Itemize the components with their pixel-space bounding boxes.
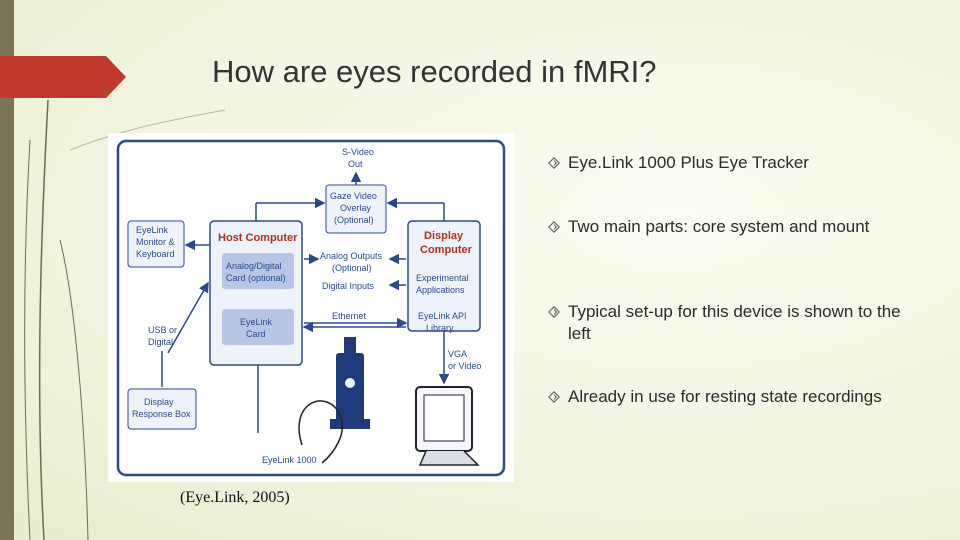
bullet-text: Already in use for resting state recordi… <box>568 387 882 406</box>
diamond-outline-icon <box>548 221 560 233</box>
svg-text:Ethernet: Ethernet <box>332 311 367 321</box>
decorative-lines <box>24 99 226 540</box>
svg-text:EyeLink API: EyeLink API <box>418 311 467 321</box>
bullet-item: Eye.Link 1000 Plus Eye Tracker <box>546 152 908 174</box>
svg-text:Digital Inputs: Digital Inputs <box>322 281 375 291</box>
svg-text:Monitor &: Monitor & <box>136 237 175 247</box>
svg-text:EyeLink: EyeLink <box>240 317 273 327</box>
eyelink-setup-diagram: Host Computer Analog/Digital Card (optio… <box>108 133 514 482</box>
diamond-outline-icon <box>548 306 560 318</box>
svg-text:EyeLink 1000: EyeLink 1000 <box>262 455 317 465</box>
svg-text:Keyboard: Keyboard <box>136 249 175 259</box>
svg-text:S-Video: S-Video <box>342 147 374 157</box>
svg-text:Computer: Computer <box>420 244 473 256</box>
svg-text:(Optional): (Optional) <box>332 263 372 273</box>
svg-text:(Optional): (Optional) <box>334 215 374 225</box>
head-outline <box>298 400 343 464</box>
svg-text:Response Box: Response Box <box>132 409 191 419</box>
bullet-item: Two main parts: core system and mount <box>546 216 908 238</box>
svg-text:Gaze Video: Gaze Video <box>330 191 377 201</box>
bullet-item: Already in use for resting state recordi… <box>546 386 908 408</box>
display-monitor <box>415 386 480 466</box>
svg-text:Out: Out <box>348 159 363 169</box>
svg-text:Display: Display <box>144 397 174 407</box>
svg-text:Applications: Applications <box>416 285 465 295</box>
svg-text:Digital: Digital <box>148 337 173 347</box>
bullet-text: Eye.Link 1000 Plus Eye Tracker <box>568 153 809 172</box>
svg-text:VGA: VGA <box>448 349 467 359</box>
svg-text:Experimental: Experimental <box>416 273 469 283</box>
svg-text:Analog/Digital: Analog/Digital <box>226 261 282 271</box>
host-computer-label: Host Computer <box>218 232 298 244</box>
svg-text:USB or: USB or <box>148 325 177 335</box>
svg-text:Analog Outputs: Analog Outputs <box>320 251 383 261</box>
slide-title: How are eyes recorded in fΜRI? <box>212 54 657 89</box>
bullet-text: Two main parts: core system and mount <box>568 217 870 236</box>
diamond-outline-icon <box>548 391 560 403</box>
bullet-item: Typical set-up for this device is shown … <box>546 301 908 345</box>
svg-text:or Video: or Video <box>448 361 481 371</box>
eye-tracker-camera <box>330 337 370 429</box>
svg-text:Library: Library <box>426 323 454 333</box>
svg-text:Overlay: Overlay <box>340 203 372 213</box>
svg-text:Display: Display <box>424 230 464 242</box>
diamond-outline-icon <box>548 157 560 169</box>
svg-text:Card (optional): Card (optional) <box>226 273 286 283</box>
bullet-text: Typical set-up for this device is shown … <box>568 302 901 343</box>
svg-text:EyeLink: EyeLink <box>136 225 169 235</box>
title-accent-tab <box>0 56 126 98</box>
svg-text:Card: Card <box>246 329 266 339</box>
figure-citation: (Eye.Link, 2005) <box>180 489 290 506</box>
left-color-band <box>0 0 14 540</box>
